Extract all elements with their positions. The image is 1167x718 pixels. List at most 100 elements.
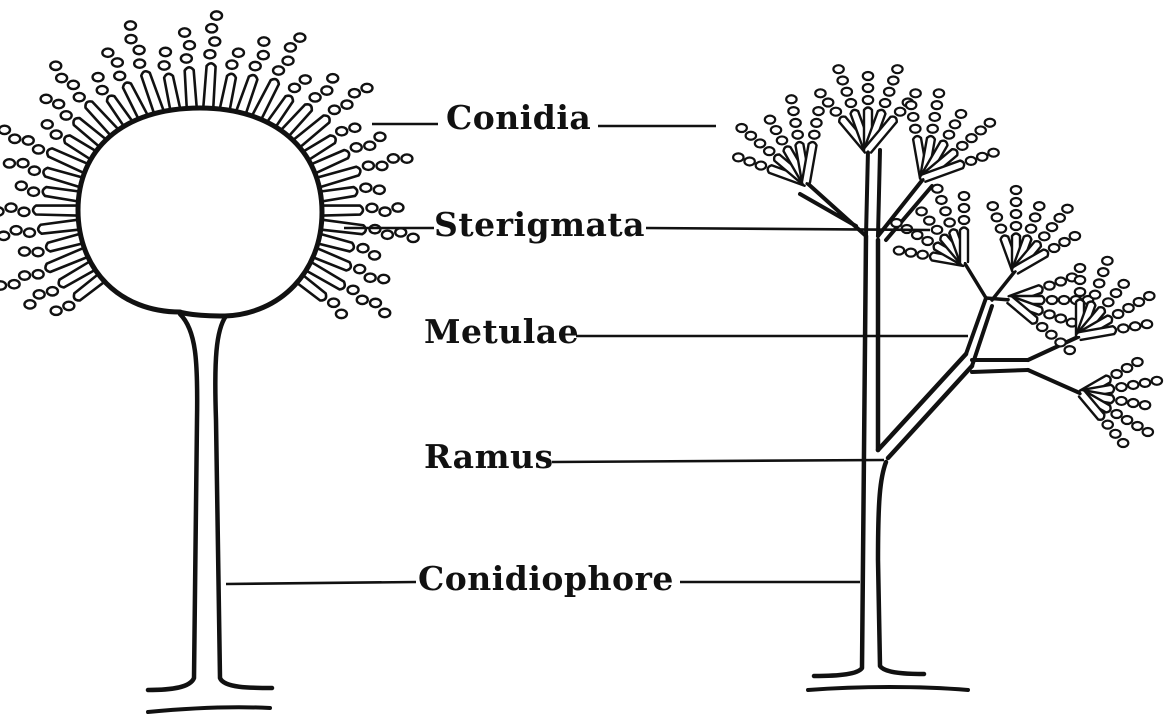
conidium [1123, 304, 1133, 312]
conidium [336, 310, 347, 318]
conidium [1075, 276, 1085, 284]
conidium [408, 234, 419, 242]
conidium [1059, 296, 1069, 304]
conidium [50, 62, 61, 70]
conidium [733, 153, 743, 161]
conidium [125, 21, 136, 29]
conidium [1039, 232, 1049, 240]
conidium [912, 231, 922, 239]
conidium [842, 88, 852, 96]
conidium [932, 101, 942, 109]
conidium [361, 84, 372, 92]
conidium [815, 89, 825, 97]
conidium [1055, 338, 1065, 346]
conidium [1130, 322, 1140, 330]
conidium [771, 126, 781, 134]
conidium [28, 187, 39, 195]
conidium [1103, 298, 1113, 306]
conidium [160, 48, 171, 56]
conidium [1119, 280, 1129, 288]
conidium [341, 100, 352, 108]
conidium [19, 247, 30, 255]
ramus-branch [878, 354, 972, 458]
conidium [68, 81, 79, 89]
conidium [51, 307, 62, 315]
label-conidia: Conidia [446, 101, 591, 134]
conidium [932, 185, 942, 193]
sterigma [320, 187, 357, 201]
conidium [1094, 279, 1104, 287]
conidium [6, 203, 17, 211]
conidium [957, 142, 967, 150]
conidium [179, 28, 190, 36]
conidium [114, 72, 125, 80]
conidium [1056, 278, 1066, 286]
sterigma [38, 220, 79, 234]
conidium [1075, 288, 1085, 296]
conidium [23, 136, 34, 144]
conidium [374, 133, 385, 141]
conidium [1044, 282, 1054, 290]
conidium [376, 162, 387, 170]
label-ramus: Ramus [424, 440, 554, 473]
conidium [833, 65, 843, 73]
conidium [966, 157, 976, 165]
conidium [364, 142, 375, 150]
conidium [9, 280, 20, 288]
conidium [736, 124, 746, 132]
conidium [811, 119, 821, 127]
conidium [996, 225, 1006, 233]
conidium [944, 131, 954, 139]
conidium [354, 265, 365, 273]
conidium [1111, 289, 1121, 297]
conidium [388, 154, 399, 162]
conidium [916, 207, 926, 215]
conidium [764, 147, 774, 155]
conidium [19, 271, 30, 279]
conidium [940, 207, 950, 215]
conidium [363, 162, 374, 170]
conidium [888, 76, 898, 84]
conidium [1047, 296, 1057, 304]
conidium [74, 93, 85, 101]
conidium [906, 101, 916, 109]
conidium [950, 120, 960, 128]
conidium [924, 217, 934, 225]
conidium [932, 226, 942, 234]
secondary-metula-middle [972, 360, 1028, 372]
conidium [226, 60, 237, 68]
conidium [1111, 410, 1121, 418]
conidium [11, 226, 22, 234]
conidium [300, 75, 311, 83]
leader-sterigmata-right [646, 228, 930, 230]
conidium [378, 275, 389, 283]
conidium [184, 41, 195, 49]
conidium [1111, 370, 1121, 378]
conidium [1132, 358, 1142, 366]
conidium [1128, 381, 1138, 389]
conidium [756, 162, 766, 170]
conidium [294, 33, 305, 41]
conidium [310, 93, 321, 101]
conidium [792, 131, 802, 139]
conidium [1122, 416, 1132, 424]
sterigma [46, 234, 83, 252]
conidium [51, 130, 62, 138]
conidium [922, 237, 932, 245]
conidium [4, 159, 15, 167]
conidium [1098, 268, 1108, 276]
conidium [336, 127, 347, 135]
conidium [47, 287, 58, 295]
conidium [863, 72, 873, 80]
sterigma [33, 205, 78, 215]
sterigma [203, 63, 215, 108]
conidium [1055, 214, 1065, 222]
conidium [1113, 310, 1123, 318]
conidium [1011, 198, 1021, 206]
conidium [1011, 210, 1021, 218]
conidium [1116, 397, 1126, 405]
conidium [365, 274, 376, 282]
conidium [0, 281, 6, 289]
right-conidiophore-stipe-left [814, 236, 866, 676]
right-substrate-line [808, 687, 968, 690]
